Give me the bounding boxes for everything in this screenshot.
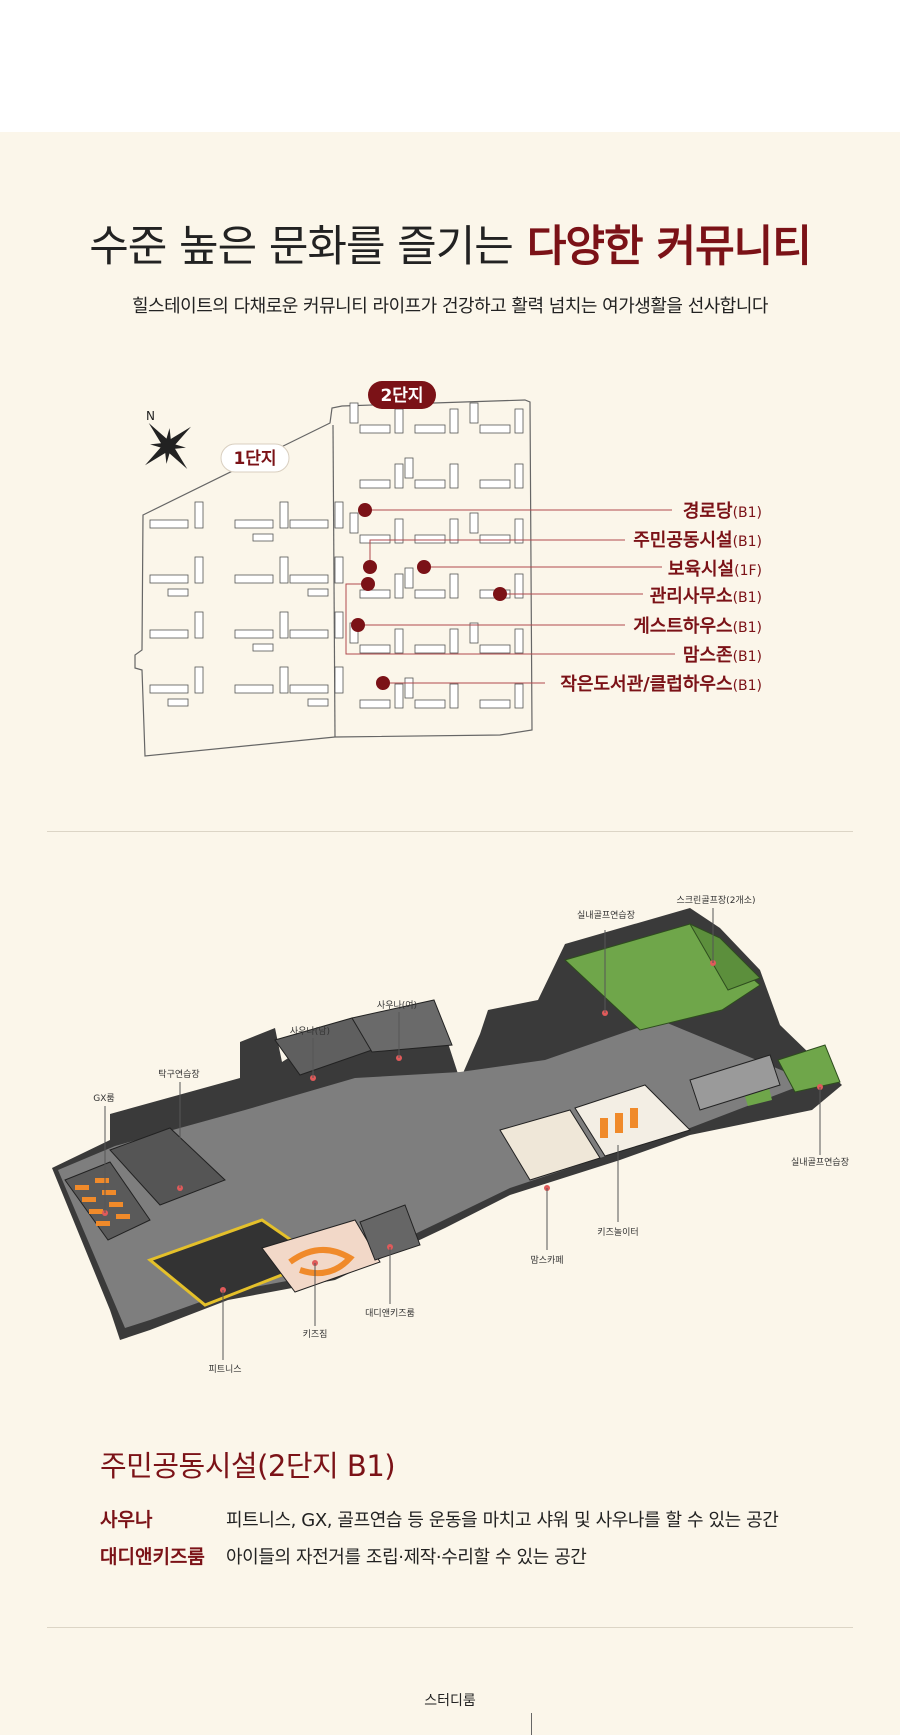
- facility-row-daddy-kids: 대디앤키즈룸 아이들의 자전거를 조립·제작·수리할 수 있는 공간: [100, 1542, 587, 1569]
- facility-label-3: 보육시설(1F): [668, 559, 762, 580]
- floor-plan-illustration: 스크린골프장(2개소) 실내골프연습장 사우나(여) 사우나(남) 탁구연습장 …: [52, 895, 849, 1375]
- compass-icon: N: [145, 409, 191, 469]
- facility-label-1: 경로당(B1): [683, 501, 762, 522]
- apartment-buildings: [149, 402, 524, 709]
- content-background: [0, 132, 900, 1735]
- title-main: 수준 높은 문화를 즐기는: [89, 222, 514, 272]
- label-gx-room: GX룸: [93, 1093, 114, 1104]
- label-screen-golf: 스크린골프장(2개소): [677, 895, 756, 906]
- badge-complex-2-label: 2단지: [380, 386, 423, 406]
- label-sauna-female: 사우나(여): [377, 999, 417, 1011]
- community-section-title: 주민공동시설(2단지 B1): [100, 1449, 396, 1483]
- facility-row-key: 사우나: [100, 1509, 153, 1531]
- study-room-label: 스터디룸: [424, 1693, 476, 1709]
- label-sauna-male: 사우나(남): [290, 1026, 330, 1037]
- facility-label-4: 관리사무소(B1): [650, 586, 762, 607]
- label-table-tennis: 탁구연습장: [158, 1068, 199, 1080]
- facility-label-6: 맘스존(B1): [683, 645, 762, 666]
- facility-label-5: 게스트하우스(B1): [633, 616, 762, 637]
- title-accent: 다양한 커뮤니티: [526, 222, 812, 272]
- badge-complex-1-label: 1단지: [233, 449, 276, 469]
- facility-row-desc: 아이들의 자전거를 조립·제작·수리할 수 있는 공간: [226, 1547, 587, 1568]
- facility-row-key: 대디앤키즈룸: [100, 1546, 205, 1568]
- facility-row-desc: 피트니스, GX, 골프연습 등 운동을 마치고 샤워 및 사우나를 할 수 있…: [226, 1510, 779, 1531]
- facility-label-7: 작은도서관/클럽하우스(B1): [560, 674, 762, 695]
- label-indoor-golf-top: 실내골프연습장: [577, 910, 635, 921]
- section-divider: [47, 831, 853, 832]
- page-subtitle: 힐스테이트의 다채로운 커뮤니티 라이프가 건강하고 활력 넘치는 여가생활을 …: [132, 296, 769, 317]
- label-moms-cafe: 맘스카페: [530, 1255, 563, 1266]
- badge-complex-2: 2단지: [368, 381, 436, 409]
- facility-label-2: 주민공동시설(B1): [633, 530, 762, 551]
- compass-label: N: [146, 409, 155, 423]
- badge-complex-1: 1단지: [220, 443, 290, 473]
- site-map: N 2단지 1단지 경로당(B1) 주민공동시설(B1) 보육시설(1F) 관리…: [134, 381, 762, 757]
- study-room-leader-line: [531, 1713, 532, 1735]
- label-fitness: 피트니스: [208, 1364, 241, 1375]
- label-kids-play: 키즈놀이터: [597, 1227, 638, 1238]
- facility-row-sauna: 사우나 피트니스, GX, 골프연습 등 운동을 마치고 샤워 및 사우나를 할 …: [100, 1505, 779, 1532]
- label-indoor-golf-right: 실내골프연습장: [791, 1157, 849, 1168]
- section-divider: [47, 1627, 853, 1628]
- label-daddy-kids: 대디앤키즈룸: [365, 1308, 415, 1319]
- label-kids-gym: 키즈짐: [303, 1329, 328, 1340]
